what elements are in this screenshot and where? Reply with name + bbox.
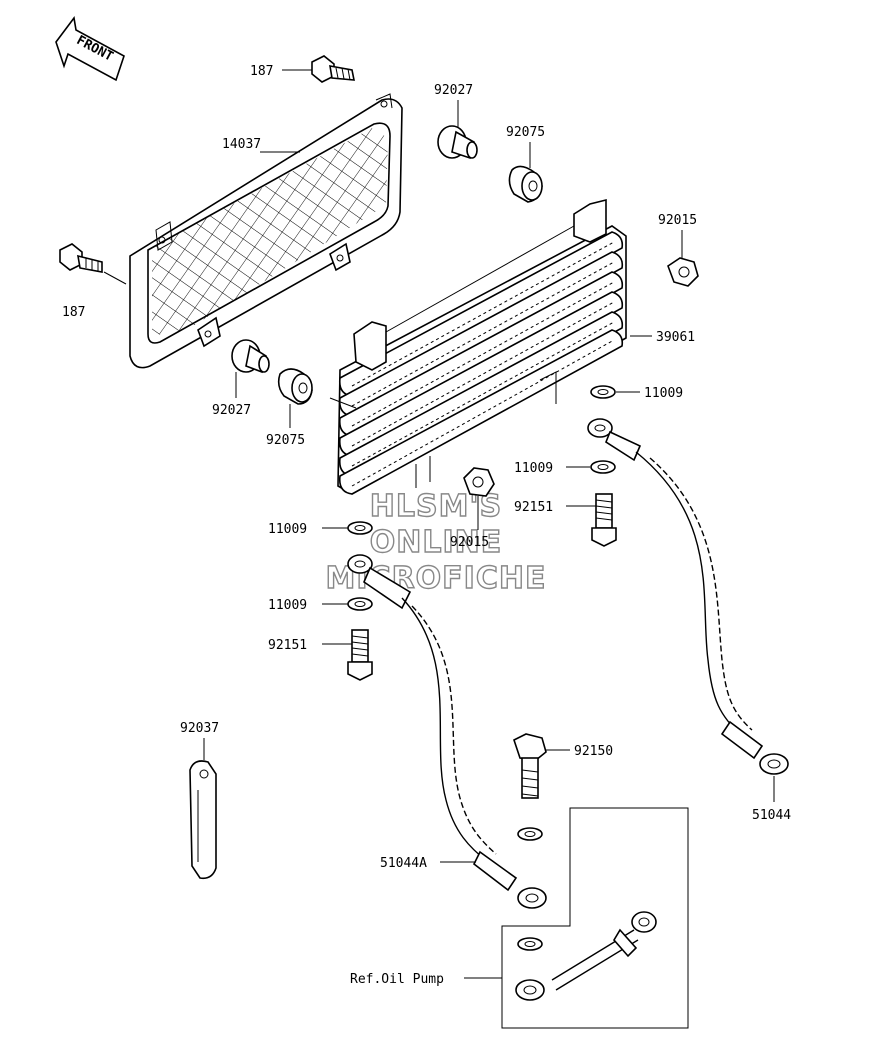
banjo-bolt-92150 [513,733,547,799]
callout-92015-bottom: 92015 [450,535,489,550]
banjo-bolt-92151-left [347,629,373,681]
callout-51044a: 51044A [380,856,427,871]
callout-11009-b: 11009 [514,461,553,476]
callout-92075-top: 92075 [506,125,545,140]
washer-11009-d [347,597,373,611]
watermark-line-2: ONLINE [370,525,503,560]
grommet-92075-bottom [277,368,313,405]
hose-51044 [587,418,789,775]
callout-92027-bottom: 92027 [212,403,251,418]
hose-51044a [347,554,547,909]
leader-lines [103,69,775,979]
callout-14037: 14037 [222,137,261,152]
grommet-92075-top [508,165,543,203]
callout-92151-left: 92151 [268,638,307,653]
callout-92151-right: 92151 [514,500,553,515]
callout-92150: 92150 [574,744,613,759]
oil-pump-reference-box [501,807,689,1029]
callout-11009-a: 11009 [644,386,683,401]
oil-cooler [337,198,627,495]
callout-92015-top: 92015 [658,213,697,228]
banjo-bolt-92151-right [591,493,617,547]
nut-92015-bottom [463,467,495,497]
callout-92027-top: 92027 [434,83,473,98]
callout-92037: 92037 [180,721,219,736]
callout-labels: 187 14037 187 92027 92075 92015 39061 11… [62,64,791,987]
callout-187-top: 187 [250,64,273,79]
callout-11009-c: 11009 [268,522,307,537]
callout-187-left: 187 [62,305,85,320]
callout-11009-d: 11009 [268,598,307,613]
ref-oil-pump-label: Ref.Oil Pump [350,972,444,987]
callout-51044: 51044 [752,808,791,823]
clamp-92037 [189,760,217,880]
callout-92075-bottom: 92075 [266,433,305,448]
nut-92015-top [667,257,699,287]
washer-11009-b [590,460,616,474]
front-arrow: FRONT [55,16,125,82]
collar-92027-top [437,125,478,160]
callout-39061: 39061 [656,330,695,345]
washer-11009-a [590,385,616,399]
washer-11009-c [347,521,373,535]
collar-92027-bottom [231,339,270,374]
bolt-187-top [311,55,355,83]
bolt-187-left [59,243,103,273]
